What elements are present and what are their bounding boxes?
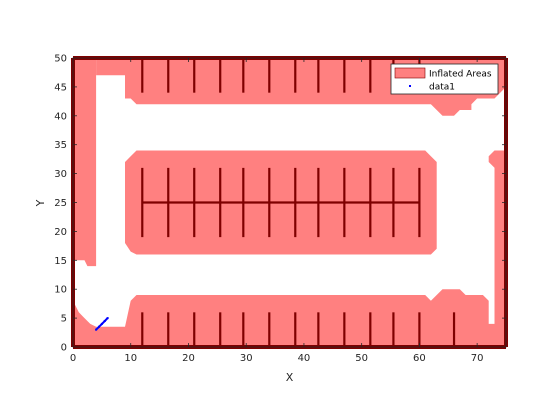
path-data1 <box>95 317 109 331</box>
tick-marks <box>72 57 506 348</box>
y-tick-label: 35 <box>54 140 67 151</box>
y-tick-label: 0 <box>61 343 67 354</box>
path-point <box>106 317 109 320</box>
y-tick-label: 5 <box>61 314 67 325</box>
y-axis-label: Y <box>34 199 47 207</box>
path-point <box>97 325 100 328</box>
legend-label-inflated: Inflated Areas <box>429 70 492 80</box>
legend-swatch-inflated <box>394 67 426 79</box>
inflated-area-left-wall <box>73 58 97 267</box>
y-tick-label: 20 <box>54 227 67 238</box>
path-point <box>100 322 103 325</box>
tick-labels: 0 10 20 30 40 50 60 70 0 5 10 15 20 25 30 35 40 45 50 <box>54 54 483 365</box>
legend-label-data1: data1 <box>429 83 455 93</box>
y-tick-label: 30 <box>54 169 67 180</box>
y-tick-label: 25 <box>54 198 67 209</box>
x-tick-label: 60 <box>413 353 426 364</box>
y-tick-label: 45 <box>54 82 67 93</box>
path-point <box>95 328 98 331</box>
y-tick-label: 50 <box>54 54 67 65</box>
inflated-area-bottom-band <box>73 289 506 347</box>
x-tick-label: 50 <box>355 353 368 364</box>
x-tick-label: 20 <box>182 353 195 364</box>
x-tick-label: 30 <box>240 353 253 364</box>
legend: Inflated Areas data1 <box>390 63 499 95</box>
inflated-area-right-wall <box>488 58 506 347</box>
x-tick-label: 70 <box>471 353 484 364</box>
x-tick-label: 40 <box>298 353 311 364</box>
y-tick-label: 15 <box>54 256 67 267</box>
path-point <box>103 319 106 322</box>
x-tick-label: 10 <box>124 353 137 364</box>
legend-marker-data1 <box>409 85 411 87</box>
y-tick-label: 10 <box>54 285 67 296</box>
x-tick-label: 0 <box>70 353 76 364</box>
x-axis-label: X <box>286 371 294 384</box>
y-tick-label: 40 <box>54 111 67 122</box>
